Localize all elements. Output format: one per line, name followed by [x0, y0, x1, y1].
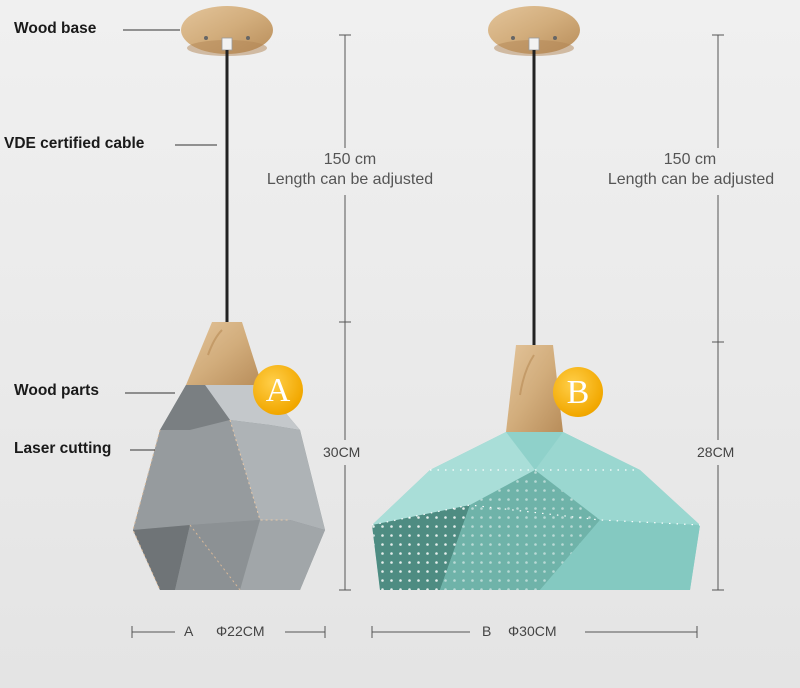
cable-length-b: 150 cm: [663, 151, 717, 168]
lamp-a: [123, 6, 351, 638]
badge-b: B: [553, 367, 603, 417]
adjust-note-a: Length can be adjusted: [266, 171, 434, 188]
lamp-b: [371, 6, 724, 638]
wood-part-a: [186, 322, 262, 385]
shade-a: [132, 385, 325, 591]
shade-height-b: 28CM: [697, 444, 735, 460]
wood-base-label: Wood base: [14, 20, 97, 37]
diameter-b: Φ30CM: [508, 623, 557, 639]
wood-parts-label: Wood parts: [14, 382, 99, 399]
cable-length-a: 150 cm: [323, 151, 377, 168]
diameter-letter-a: A: [184, 623, 194, 639]
diameter-a: Φ22CM: [216, 623, 265, 639]
adjust-note-b: Length can be adjusted: [607, 171, 775, 188]
laser-cutting-label: Laser cutting: [14, 440, 112, 457]
cable-label: VDE certified cable: [4, 135, 145, 152]
shade-b: [371, 432, 701, 590]
badge-a: A: [253, 365, 303, 415]
wood-part-b: [506, 345, 563, 432]
shade-height-a: 30CM: [323, 444, 361, 460]
diameter-letter-b: B: [482, 623, 492, 639]
